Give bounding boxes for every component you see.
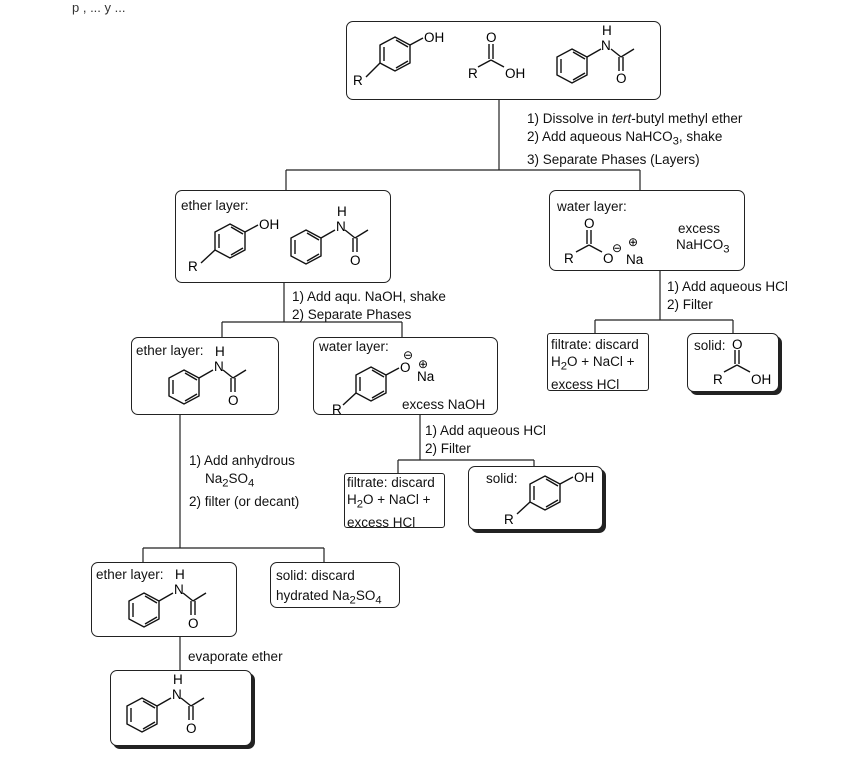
final-amide-o: O (186, 721, 197, 736)
ether-2-amide-o: O (228, 393, 239, 408)
mixture-box (346, 21, 661, 100)
amide-n: N (601, 38, 611, 53)
solid-na2so4-text: solid: discard hydrated Na2SO4 (276, 568, 382, 607)
ether-1-phenol-r: R (188, 259, 198, 274)
ether-layer-2-box (131, 337, 279, 415)
final-amide-n: N (172, 687, 182, 702)
filtrate-1-text: filtrate: discard H2O + NaCl + excess HC… (551, 337, 639, 392)
solid-acid-box (687, 333, 779, 392)
step-hcl-2: 1) Add aqueous HCl 2) Filter (425, 423, 546, 456)
ether-layer-2-label: ether layer: (136, 343, 204, 358)
ether-1-phenol: OH R (188, 217, 279, 274)
ether-3-amide-h: H (175, 567, 185, 582)
carboxylate-na: Na (626, 252, 644, 267)
carboxylate-o-minus: O (603, 251, 614, 266)
solid-phenol-box (468, 466, 603, 530)
water-1-excess: excess NaHCO3 (676, 221, 730, 256)
phenoxide-o: O (400, 360, 411, 375)
step-evaporate: evaporate ether (188, 649, 283, 664)
phenoxide-na: Na (417, 369, 435, 384)
filtrate-2-text: filtrate: discard H2O + NaCl + excess HC… (347, 475, 435, 530)
final-acetanilide: H N O (126, 672, 205, 736)
water-2-excess: excess NaOH (402, 397, 486, 412)
carboxylate-r: R (564, 251, 574, 266)
acid-o: O (486, 30, 497, 45)
water-layer-1-box (549, 190, 745, 271)
step-dissolve: 1) Dissolve in tert-butyl methyl ether 2… (527, 111, 743, 167)
solid-phenol-structure: OH R (504, 470, 594, 527)
phenoxide-structure: O ⊖ ⊕ Na R (332, 348, 435, 417)
ether-1-acetanilide: H N O (290, 204, 369, 268)
ether-layer-3-label: ether layer: (96, 567, 164, 582)
acid-r: R (468, 66, 478, 81)
final-product-box (110, 670, 252, 746)
solid-acid-r: R (713, 372, 723, 387)
solid-phenol-oh: OH (574, 470, 594, 485)
header-fragment: p , ... y ... (72, 0, 126, 15)
water-layer-1-label: water layer: (557, 199, 627, 214)
filtrate-2-box (344, 473, 445, 528)
solid-acid-label: solid: (694, 338, 726, 353)
step-dry: 1) Add anhydrous Na2SO4 2) filter (or de… (189, 453, 300, 509)
ether-1-phenol-oh: OH (259, 217, 279, 232)
solid-acid-oh: OH (751, 372, 771, 387)
phenol-r: R (353, 73, 363, 88)
ether-2-amide-n: N (214, 359, 224, 374)
carboxylate-structure: O R O ⊖ ⊕ Na (564, 216, 644, 267)
ether-3-acetanilide: H N O (128, 567, 207, 631)
step-hcl-1: 1) Add aqueous HCl 2) Filter (667, 279, 788, 312)
final-amide-h: H (173, 672, 183, 687)
ether-layer-1-label: ether layer: (181, 198, 249, 213)
phenoxide-plus-icon: ⊕ (418, 357, 428, 371)
solid-phenol-label: solid: (486, 471, 518, 486)
ether-3-amide-n: N (174, 582, 184, 597)
ether-layer-3-box (91, 562, 237, 637)
water-layer-2-label: water layer: (319, 339, 389, 354)
plus-charge-icon: ⊕ (628, 235, 638, 249)
phenoxide-r: R (332, 402, 342, 417)
acid-oh: OH (505, 66, 525, 81)
ether-2-amide-h: H (215, 344, 225, 359)
phenol-structure: OH R (353, 30, 444, 88)
water-layer-2-box (313, 337, 498, 415)
amide-h: H (602, 23, 612, 38)
ether-1-amide-h: H (337, 204, 347, 219)
solid-na2so4-box (270, 562, 400, 608)
ether-3-amide-o: O (188, 616, 199, 631)
carboxylate-o: O (584, 216, 595, 231)
ether-layer-1-box (175, 190, 391, 283)
phenoxide-minus-icon: ⊖ (403, 348, 413, 362)
solid-phenol-r: R (504, 512, 514, 527)
amide-o: O (616, 71, 627, 86)
ether-2-acetanilide: H N O (168, 344, 247, 408)
step-naoh: 1) Add aqu. NaOH, shake 2) Separate Phas… (292, 289, 446, 322)
minus-charge-icon: ⊖ (612, 241, 622, 255)
acetanilide-structure: H N O (556, 23, 635, 86)
ether-1-amide-o: O (350, 253, 361, 268)
solid-acid-o: O (732, 337, 743, 352)
solid-acid-structure: O R OH (713, 337, 771, 387)
phenol-oh: OH (424, 30, 444, 45)
ether-1-amide-n: N (336, 219, 346, 234)
filtrate-1-box (547, 333, 649, 391)
carboxylic-acid-structure: O R OH (468, 30, 525, 81)
